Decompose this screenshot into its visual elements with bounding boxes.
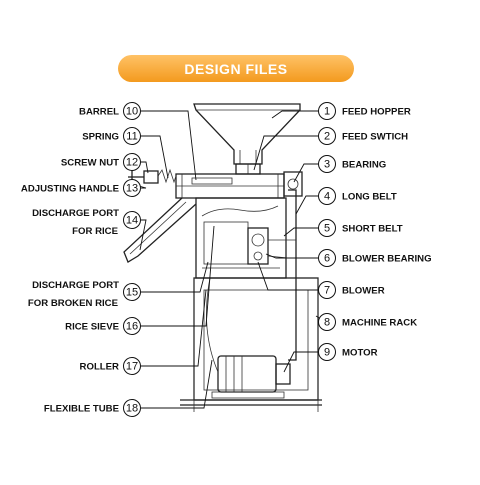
part-label: SHORT BELT: [342, 223, 403, 234]
part-number: 1: [324, 106, 330, 118]
part-label: SPRING: [82, 131, 119, 142]
part-label: ADJUSTING HANDLE: [21, 183, 120, 194]
part-number: 15: [126, 287, 138, 299]
part-label: BARREL: [79, 106, 119, 117]
callout-left: 16 RICE SIEVE: [65, 225, 215, 335]
leader-line: [141, 110, 197, 181]
part-label: MACHINE RACK: [342, 317, 417, 328]
labels-left: 10 BARREL 11 SPRING 12 SCREW NUT 13 ADJUSTING H…: [21, 102, 215, 417]
banner-title: DESIGN FILES: [184, 61, 287, 77]
leader-line: [283, 227, 318, 237]
leader-line: [139, 219, 147, 251]
part-label: FEED SWTICH: [342, 131, 408, 142]
number-circle: [123, 102, 141, 120]
part-number: 4: [324, 191, 330, 203]
leader-line: [141, 161, 149, 174]
number-circle: [123, 357, 141, 375]
part-number: 9: [324, 347, 330, 359]
part-label: BEARING: [342, 159, 386, 170]
part-label: FEED HOPPER: [342, 106, 411, 117]
leader-line: [293, 163, 318, 183]
callout-left: 11 SPRING: [82, 127, 169, 179]
number-circle: [318, 155, 336, 173]
number-circle: [123, 153, 141, 171]
part-number: 10: [126, 106, 138, 118]
number-circle: [318, 281, 336, 299]
part-number: 13: [126, 183, 138, 195]
leader-line: [265, 253, 318, 259]
leader-line: [257, 261, 318, 291]
part-number: 14: [126, 215, 138, 227]
number-circle: [123, 399, 141, 417]
part-number: 8: [324, 317, 330, 329]
leader-line: [141, 225, 215, 327]
part-label: FOR BROKEN RICE: [28, 298, 119, 309]
part-label: BLOWER: [342, 285, 385, 296]
part-label: BLOWER BEARING: [342, 253, 432, 264]
part-number: 7: [324, 285, 330, 297]
callout-left: 12 SCREW NUT: [61, 153, 149, 174]
leader-line: [141, 135, 169, 179]
part-label: FLEXIBLE TUBE: [44, 403, 120, 414]
leader-line: [141, 359, 213, 409]
part-number: 3: [324, 159, 330, 171]
leader-line: [283, 351, 318, 373]
callout-left: 10 BARREL: [79, 102, 197, 181]
callout-left: 18 FLEXIBLE TUBE: [44, 359, 213, 417]
leader-line: [141, 289, 207, 367]
number-circle: [123, 283, 141, 301]
part-label: MOTOR: [342, 347, 378, 358]
part-number: 18: [126, 403, 138, 415]
part-number: 17: [126, 361, 138, 373]
callout-right: 5 SHORT BELT: [283, 219, 403, 237]
part-number: 5: [324, 223, 330, 235]
callout-right: 1 FEED HOPPER: [271, 102, 411, 120]
number-circle: [318, 187, 336, 205]
number-circle: [318, 127, 336, 145]
machine-drawing: [123, 103, 322, 412]
title-banner: DESIGN FILES: [118, 55, 354, 82]
leader-line: [141, 261, 209, 293]
number-circle: [318, 313, 336, 331]
callout-right: 8 MACHINE RACK: [315, 313, 417, 331]
part-label: RICE SIEVE: [65, 321, 119, 332]
number-circle: [123, 127, 141, 145]
number-circle: [123, 179, 141, 197]
number-circle: [318, 343, 336, 361]
callout-left: 14 DISCHARGE PORT FOR RICE: [32, 208, 147, 251]
part-number: 16: [126, 321, 138, 333]
part-label: SCREW NUT: [61, 157, 119, 168]
part-label: FOR RICE: [72, 226, 118, 237]
part-label: DISCHARGE PORT: [32, 208, 119, 219]
callout-left: 15 DISCHARGE PORT FOR BROKEN RICE: [28, 261, 209, 309]
labels-right: 1 FEED HOPPER 2 FEED SWTICH 3 BEARING 4 LONG BE…: [253, 102, 432, 373]
part-number: 11: [126, 131, 137, 143]
leader-line: [295, 195, 318, 215]
callout-right: 9 MOTOR: [283, 343, 378, 373]
callout-right: 4 LONG BELT: [295, 187, 397, 215]
number-circle: [318, 102, 336, 120]
leader-line: [253, 135, 318, 171]
part-number: 2: [324, 131, 330, 143]
part-label: DISCHARGE PORT: [32, 280, 119, 291]
part-label: ROLLER: [80, 361, 120, 372]
leader-line: [271, 110, 318, 119]
number-circle: [318, 249, 336, 267]
callout-right: 2 FEED SWTICH: [253, 127, 408, 171]
banner-pill: [118, 55, 354, 82]
part-number: 6: [324, 253, 330, 265]
callout-right: 7 BLOWER: [257, 261, 385, 299]
callout-right: 3 BEARING: [293, 155, 386, 183]
callout-left: 13 ADJUSTING HANDLE: [21, 179, 147, 197]
part-label: LONG BELT: [342, 191, 397, 202]
part-number: 12: [126, 157, 138, 169]
callout-right: 6 BLOWER BEARING: [265, 249, 432, 267]
callout-left: 17 ROLLER: [80, 289, 207, 375]
number-circle: [318, 219, 336, 237]
number-circle: [123, 317, 141, 335]
number-circle: [123, 211, 141, 229]
